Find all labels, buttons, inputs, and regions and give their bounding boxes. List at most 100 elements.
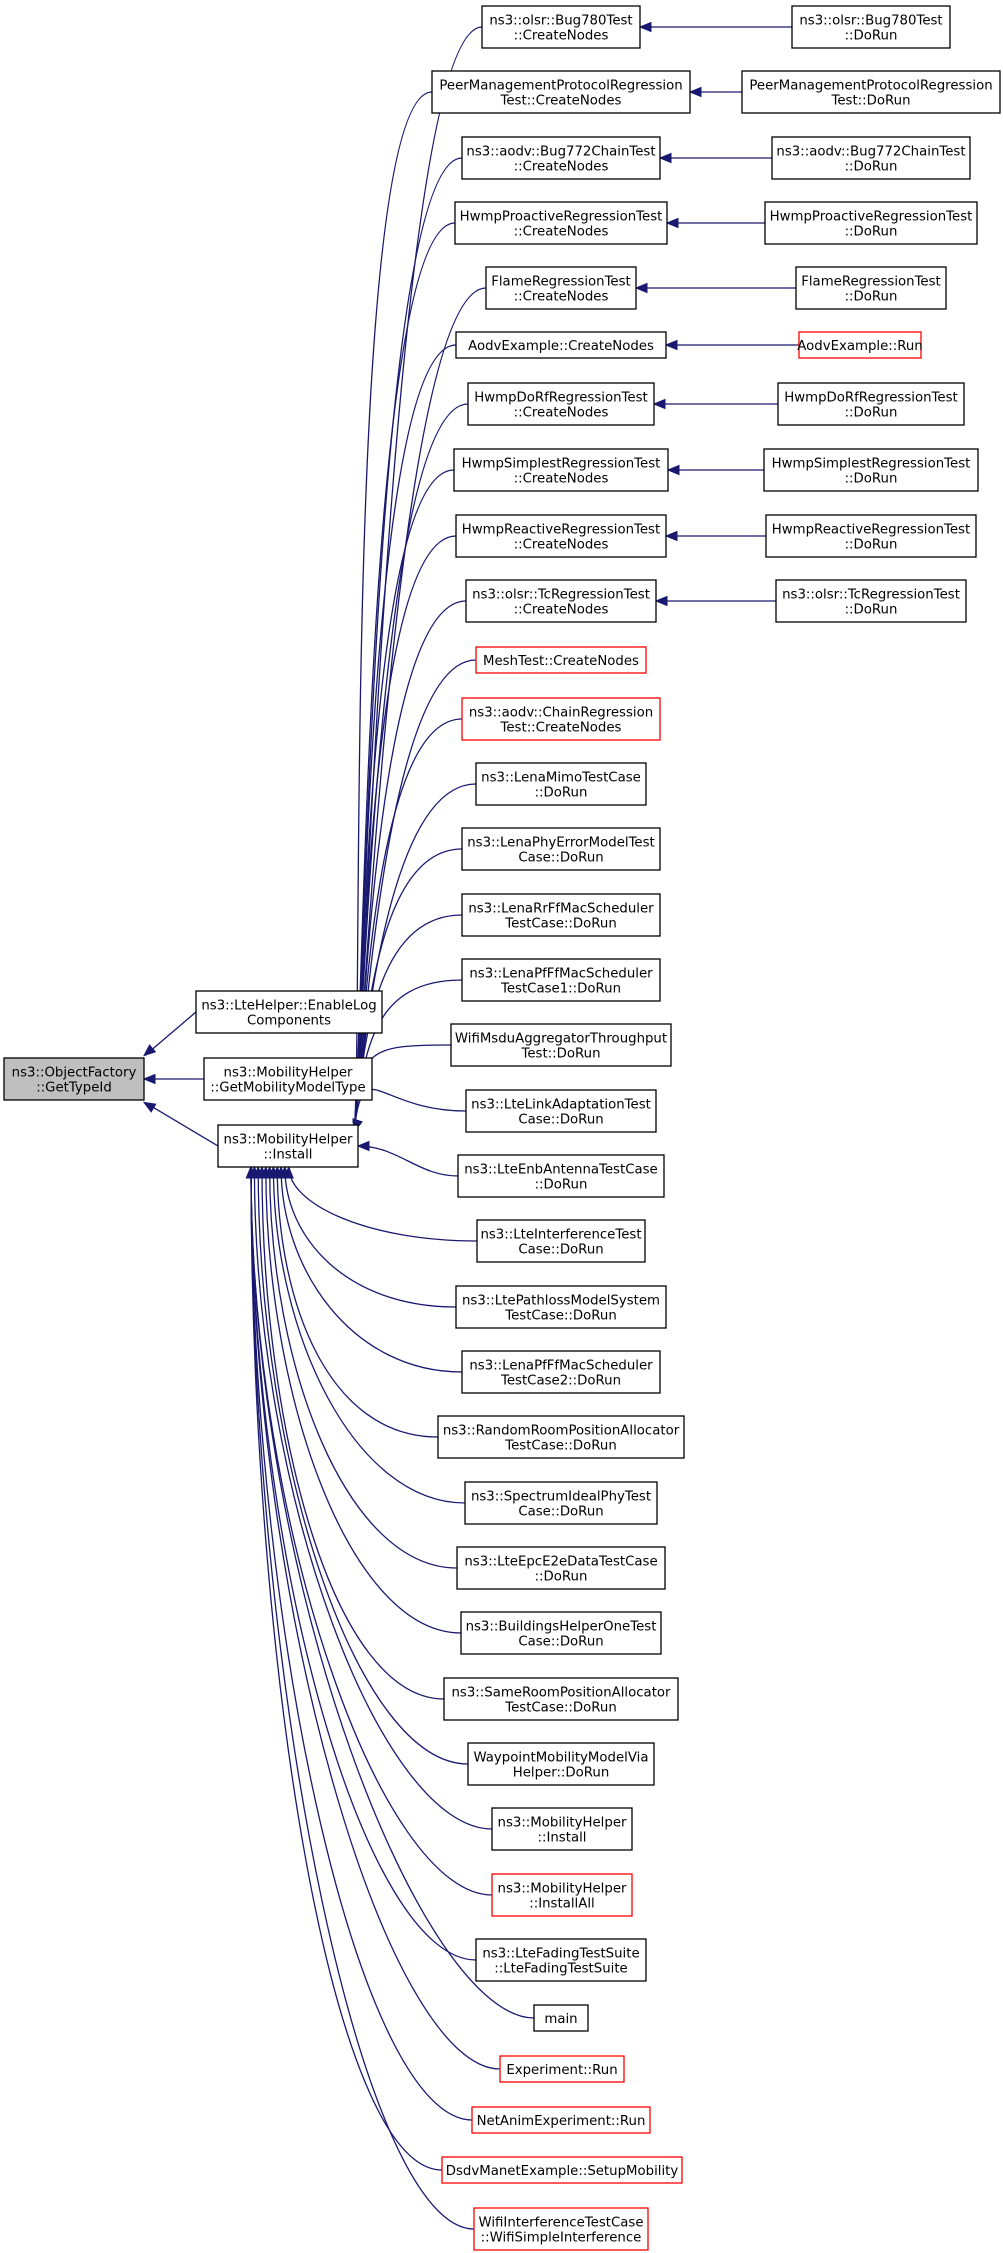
- node-box: [777, 382, 965, 426]
- edge-lteenbantenna-to-mob-install: [356, 1140, 459, 1177]
- node-hwmpdorf-create[interactable]: HwmpDoRfRegressionTest::CreateNodes: [467, 382, 655, 426]
- node-hwmpsimp-dorun[interactable]: HwmpSimplestRegressionTest::DoRun: [763, 448, 979, 492]
- node-hwmpsimp-create[interactable]: HwmpSimplestRegressionTest::CreateNodes: [453, 448, 669, 492]
- node-dsdv-setup[interactable]: DsdvManetExample::SetupMobility: [441, 2156, 683, 2184]
- arrowhead: [142, 1044, 157, 1057]
- node-label-line: HwmpProactiveRegressionTest: [460, 210, 663, 225]
- node-lenapfff1[interactable]: ns3::LenaPfFfMacSchedulerTestCase1::DoRu…: [461, 958, 661, 1002]
- node-box: [443, 1677, 679, 1721]
- node-box: [499, 2055, 625, 2083]
- edge-wifiinterf-to-mob-install: [245, 1165, 475, 2230]
- arrowhead: [688, 86, 702, 98]
- node-aodvchain-create[interactable]: ns3::aodv::ChainRegressionTest::CreateNo…: [461, 697, 661, 741]
- node-box: [461, 697, 661, 741]
- node-lenapfff2[interactable]: ns3::LenaPfFfMacSchedulerTestCase2::DoRu…: [461, 1350, 661, 1394]
- node-aodv772-create[interactable]: ns3::aodv::Bug772ChainTest::CreateNodes: [461, 136, 661, 180]
- node-box: [450, 1023, 672, 1067]
- node-mob-install[interactable]: ns3::MobilityHelper::Install: [217, 1124, 359, 1168]
- node-box: [431, 70, 691, 114]
- edge-aodv772-create-to-mob-install: [352, 157, 463, 1133]
- node-randomroom[interactable]: ns3::RandomRoomPositionAllocatorTestCase…: [437, 1415, 685, 1459]
- node-aodv772-dorun[interactable]: ns3::aodv::Bug772ChainTest::DoRun: [771, 136, 971, 180]
- edge-line: [250, 1166, 493, 1896]
- edge-randomroom-to-mob-install: [272, 1165, 439, 1438]
- node-label-line: ::DoRun: [845, 406, 898, 421]
- arrowhead: [654, 595, 668, 607]
- node-sameroom[interactable]: ns3::SameRoomPositionAllocatorTestCase::…: [443, 1677, 679, 1721]
- edge-hwmpsimp-dorun-to-hwmpsimp-create: [666, 464, 764, 476]
- node-label-line: ns3::olsr::Bug780Test: [489, 14, 632, 29]
- node-mob-install2[interactable]: ns3::MobilityHelper::Install: [491, 1807, 633, 1851]
- node-label-line: ::DoRun: [845, 538, 898, 553]
- node-main[interactable]: main: [533, 2004, 589, 2032]
- node-label-line: ::InstallAll: [529, 1897, 594, 1912]
- node-hwmpreac-create[interactable]: HwmpReactiveRegressionTest::CreateNodes: [455, 514, 667, 558]
- edge-flame-dorun-to-flame-create: [634, 282, 796, 294]
- node-netanim-run[interactable]: NetAnimExperiment::Run: [471, 2106, 651, 2134]
- node-olsrtc-create[interactable]: ns3::olsr::TcRegressionTest::CreateNodes: [465, 579, 657, 623]
- node-label-line: WifiInterferenceTestCase: [479, 2216, 644, 2231]
- edge-mob-getmodeltype-to-root: [142, 1073, 204, 1085]
- node-hwmpreac-dorun[interactable]: HwmpReactiveRegressionTest::DoRun: [765, 514, 977, 558]
- node-experiment-run[interactable]: Experiment::Run: [499, 2055, 625, 2083]
- node-olsr780-create[interactable]: ns3::olsr::Bug780Test::CreateNodes: [481, 5, 641, 49]
- node-hwmpdorf-dorun[interactable]: HwmpDoRfRegressionTest::DoRun: [777, 382, 965, 426]
- node-box: [533, 2004, 589, 2032]
- node-label-line: ns3::ObjectFactory: [12, 1066, 137, 1081]
- node-mob-installall[interactable]: ns3::MobilityHelper::InstallAll: [491, 1873, 633, 1917]
- node-wifiinterf[interactable]: WifiInterferenceTestCase::WifiSimpleInte…: [473, 2207, 649, 2251]
- edge-line: [253, 1166, 493, 1830]
- node-box: [437, 1415, 685, 1459]
- node-olsr780-dorun[interactable]: ns3::olsr::Bug780Test::DoRun: [791, 5, 951, 49]
- node-label-line: ns3::LteHelper::EnableLog: [201, 999, 376, 1014]
- node-lenamimo[interactable]: ns3::LenaMimoTestCase::DoRun: [475, 762, 647, 806]
- node-label-line: ns3::LteEnbAntennaTestCase: [464, 1163, 658, 1178]
- node-olsrtc-dorun[interactable]: ns3::olsr::TcRegressionTest::DoRun: [775, 579, 967, 623]
- node-label-line: ns3::RandomRoomPositionAllocator: [443, 1424, 680, 1439]
- edge-aodvex-run-to-aodvex-create: [664, 339, 799, 351]
- node-hwmppro-dorun[interactable]: HwmpProactiveRegressionTest::DoRun: [764, 201, 978, 245]
- edge-mob-installall-to-mob-install: [245, 1165, 493, 1896]
- edge-hwmpdorf-dorun-to-hwmpdorf-create: [652, 398, 778, 410]
- node-ltefading[interactable]: ns3::LteFadingTestSuite::LteFadingTestSu…: [475, 1938, 647, 1982]
- node-box: [467, 1742, 655, 1786]
- node-label-line: Helper::DoRun: [513, 1766, 610, 1781]
- node-root: ns3::ObjectFactory::GetTypeId: [3, 1057, 145, 1101]
- node-hwmppro-create[interactable]: HwmpProactiveRegressionTest::CreateNodes: [454, 201, 668, 245]
- node-ltepathloss[interactable]: ns3::LtePathlossModelSystemTestCase::DoR…: [455, 1285, 667, 1329]
- node-peer-dorun[interactable]: PeerManagementProtocolRegressionTest::Do…: [741, 70, 1001, 114]
- edge-line: [265, 1166, 462, 1634]
- node-lteepce2e[interactable]: ns3::LteEpcE2eDataTestCase::DoRun: [456, 1546, 666, 1590]
- edge-lteinterf-to-mob-install: [283, 1165, 478, 1242]
- node-label-line: ns3::MobilityHelper: [498, 1816, 627, 1831]
- node-flame-dorun[interactable]: FlameRegressionTest::DoRun: [795, 266, 947, 310]
- arrowhead: [638, 21, 652, 33]
- node-mob-getmodeltype[interactable]: ns3::MobilityHelper::GetMobilityModelTyp…: [203, 1057, 373, 1101]
- node-flame-create[interactable]: FlameRegressionTest::CreateNodes: [485, 266, 637, 310]
- node-label-line: ::CreateNodes: [514, 29, 609, 44]
- node-peer-create[interactable]: PeerManagementProtocolRegressionTest::Cr…: [431, 70, 691, 114]
- node-box: [465, 1089, 657, 1133]
- node-label-line: HwmpSimplestRegressionTest: [772, 457, 971, 472]
- node-label-line: ::CreateNodes: [514, 538, 609, 553]
- edge-mob-install-to-root: [142, 1101, 219, 1147]
- node-aodvex-run[interactable]: AodvExample::Run: [797, 331, 923, 359]
- node-mesh-create[interactable]: MeshTest::CreateNodes: [475, 646, 647, 674]
- node-box: [195, 990, 383, 1034]
- arrowhead: [652, 398, 666, 410]
- node-aodvex-create[interactable]: AodvExample::CreateNodes: [455, 331, 667, 359]
- node-label-line: ns3::aodv::Bug772ChainTest: [776, 145, 965, 160]
- edge-line: [353, 157, 463, 1132]
- node-label-line: AodvExample::CreateNodes: [468, 339, 654, 354]
- node-label-line: ::DoRun: [535, 1178, 588, 1193]
- node-lteenbantenna[interactable]: ns3::LteEnbAntennaTestCase::DoRun: [457, 1154, 665, 1198]
